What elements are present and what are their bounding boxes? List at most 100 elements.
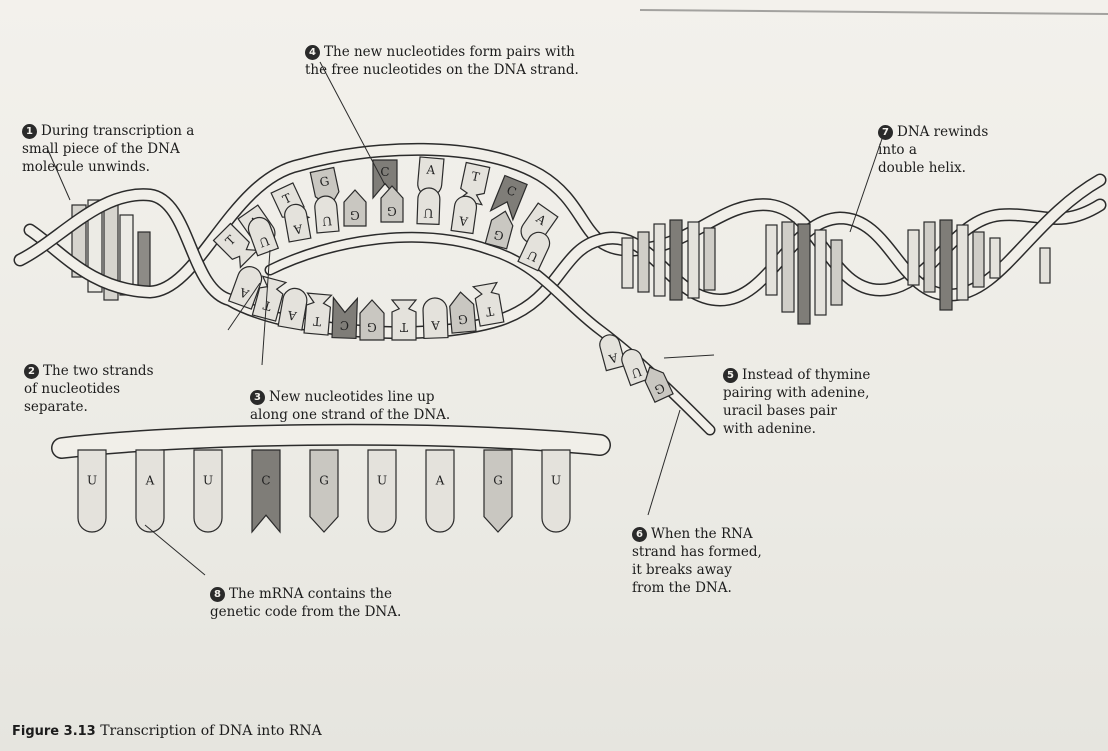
leader-line [648,410,680,515]
nucleotide-base: U [542,450,570,532]
step-number-badge: 7 [878,125,893,140]
leader-line [664,355,714,358]
base-letter: U [87,473,97,487]
base-shape [252,450,280,532]
base-shape [426,450,454,532]
nucleotide-base: G [344,190,366,226]
annotation-text: The two strands of nucleotides separate. [24,363,154,415]
base-shape [491,176,527,220]
nucleotide-base: U [314,195,339,233]
base-letter: U [377,473,387,487]
nucleotide-base: C [252,450,280,532]
base-pair-rung [815,230,826,315]
annotation-text: When the RNA strand has formed, it break… [632,526,762,596]
base-shape [310,450,338,532]
base-pair-rung [782,222,794,312]
step-number-badge: 6 [632,527,647,542]
base-letter: C [380,165,389,179]
annotation-text: The new nucleotides form pairs with the … [305,44,579,78]
base-letter: U [321,214,332,229]
base-letter: G [493,473,503,487]
nucleotide-base: C [332,298,357,339]
base-pair-rung [766,225,777,295]
annotation-4: 4The new nucleotides form pairs with the… [305,25,579,79]
nucleotide-base: U [194,450,222,532]
base-letter: A [435,473,445,487]
nucleotide-base: A [451,195,478,234]
annotation-text: Instead of thymine pairing with adenine,… [723,367,870,437]
base-letter: G [367,320,377,334]
base-letter: A [431,318,441,332]
figure-label: Figure 3.13 [12,724,96,739]
step-number-badge: 1 [22,124,37,139]
nucleotide-base: G [310,450,338,532]
leader-line [320,62,385,185]
base-pair-rung [688,222,699,298]
base-letter: C [340,318,350,332]
nucleotide-base: G [449,291,476,333]
released-rna-bases: AUG [598,333,674,403]
base-shape [194,450,222,532]
annotation-2: 2The two strands of nucleotides separate… [24,344,154,416]
base-letter: U [203,473,213,487]
nucleotide-base: U [78,450,106,532]
base-pair-rung [138,232,150,290]
base-letter: G [350,208,360,222]
base-pair-rung [654,224,665,296]
nucleotide-base: A [426,450,454,532]
base-shape [484,450,512,532]
base-letter: A [145,473,155,487]
annotation-text: During transcription a small piece of th… [22,123,194,175]
step-number-badge: 5 [723,368,738,383]
annotation-text: New nucleotides line up along one strand… [250,389,450,423]
base-letter: G [387,204,397,218]
nucleotide-base: A [598,333,626,371]
nucleotide-base: C [491,176,527,220]
caption-text: Transcription of DNA into RNA [100,723,322,739]
step-number-badge: 4 [305,45,320,60]
base-pair-rung [670,220,682,300]
nucleotide-base: A [283,203,311,242]
nucleotide-base: T [392,300,416,340]
base-pair-rung [924,222,935,292]
base-shape [368,450,396,532]
dna-backbone [20,149,1100,430]
annotation-text: DNA rewinds into a double helix. [878,124,988,176]
nucleotide-base: A [136,450,164,532]
step-number-badge: 8 [210,587,225,602]
base-letter: G [319,473,329,487]
base-pair-rung [798,224,810,324]
base-pair-rung [622,238,633,288]
mrna-backbone-fill [62,435,600,448]
base-letter: U [551,473,561,487]
base-shape [78,450,106,532]
mrna-bases: UAUCGUAGU [78,450,570,532]
step-number-badge: 3 [250,390,265,405]
base-pair-rung [831,240,842,305]
page-edge [640,10,1108,14]
nucleotide-base: A [423,298,448,339]
base-pair-rung [957,225,968,300]
nucleotide-base: G [381,186,403,222]
base-letter: A [425,162,436,177]
base-pair-rung [638,232,649,292]
nucleotide-base: U [368,450,396,532]
base-letter: T [313,314,322,329]
base-pair-rung [1040,248,1050,283]
base-letter: U [423,206,434,220]
base-letter: G [457,312,468,327]
base-pair-rung [704,228,715,290]
nucleotide-base: T [304,293,331,335]
base-pair-rung [990,238,1000,278]
step-number-badge: 2 [24,364,39,379]
base-shape [136,450,164,532]
annotation-1: 1During transcription a small piece of t… [22,104,194,176]
base-pair-rung [908,230,919,285]
nucleotide-base: G [360,300,384,340]
base-shape [542,450,570,532]
